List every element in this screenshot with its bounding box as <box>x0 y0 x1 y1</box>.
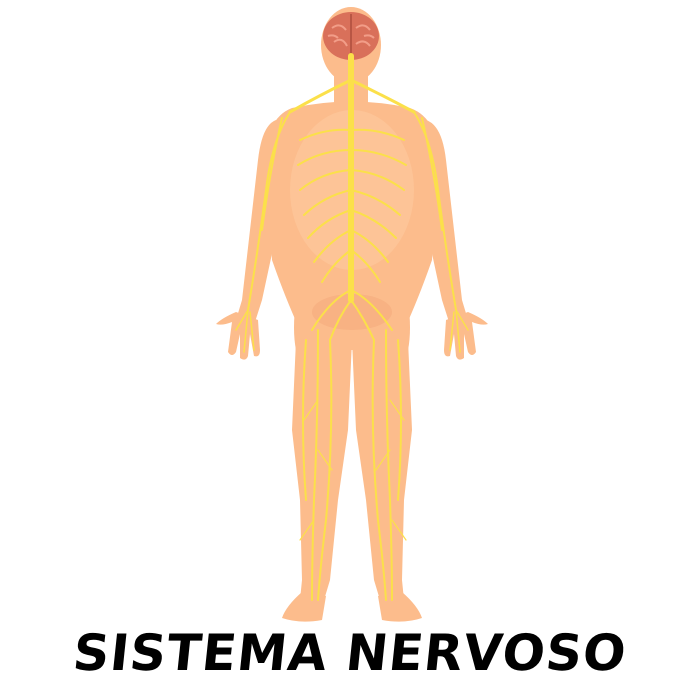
left-hand <box>216 312 260 360</box>
diagram-caption: SISTEMA NERVOSO <box>70 624 630 682</box>
right-arm <box>419 120 468 322</box>
right-hand <box>444 312 488 360</box>
brain <box>323 12 379 60</box>
left-arm <box>236 120 285 322</box>
right-foot <box>378 592 422 622</box>
right-leg <box>352 340 412 600</box>
left-foot <box>282 592 326 622</box>
nerves <box>235 53 469 601</box>
left-leg <box>292 340 352 600</box>
